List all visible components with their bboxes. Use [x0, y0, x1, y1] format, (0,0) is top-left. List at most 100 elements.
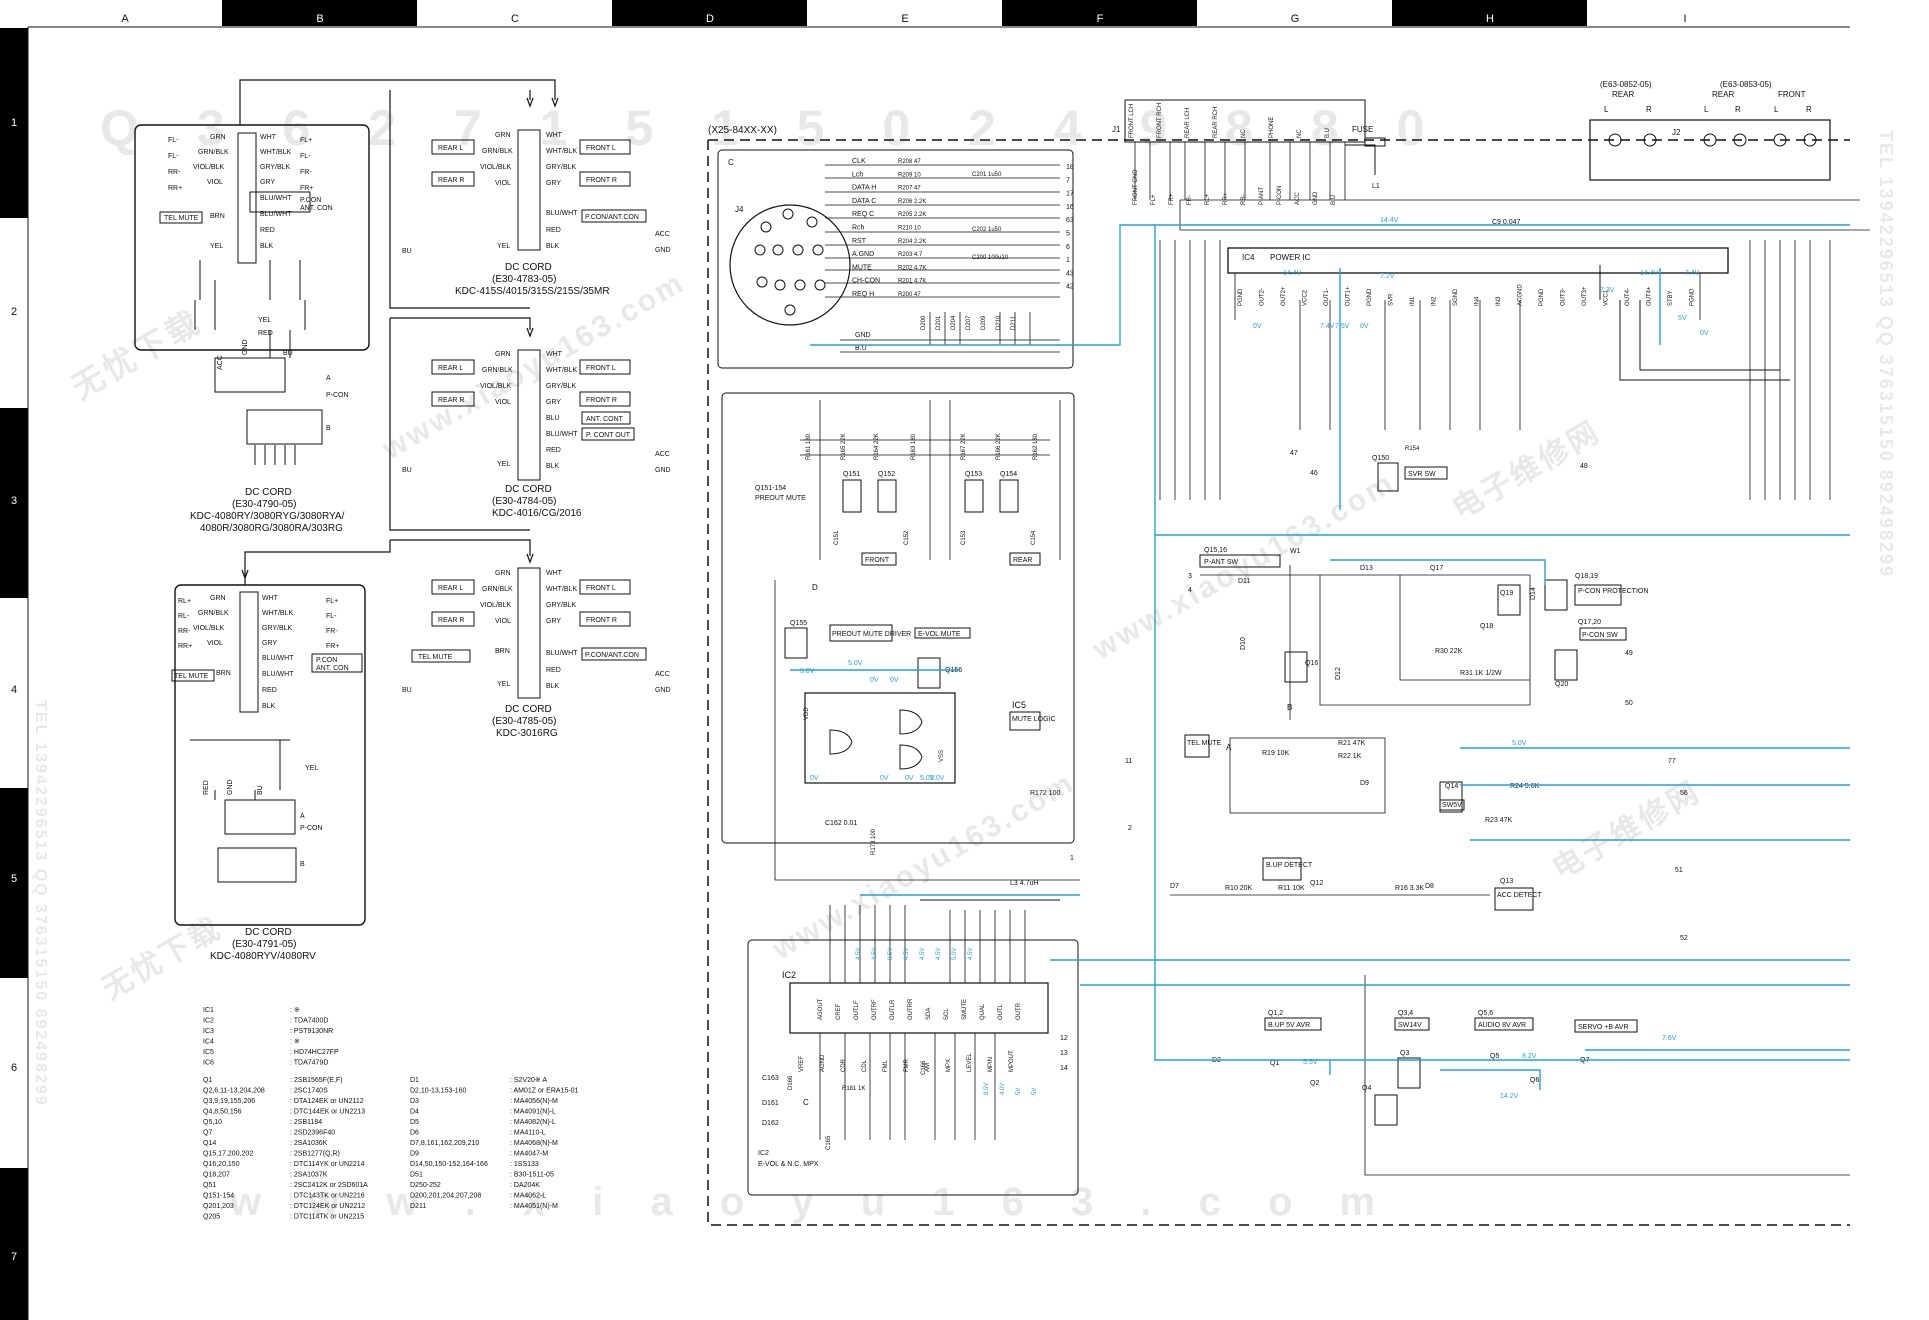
net-tag: 77 [1668, 758, 1676, 765]
parts-ref: Q2,6,11-13,204,208 [203, 1088, 265, 1095]
rear-r: REAR R [438, 177, 464, 184]
blue-traces [790, 224, 1850, 1090]
row-label: 4 [11, 684, 17, 696]
cord-title: DC CORD [505, 262, 552, 273]
signal-label: FR+ [326, 643, 339, 650]
r21-label: R21 47K [1338, 740, 1366, 747]
col-label: E [901, 13, 908, 25]
parts-ref: Q205 [203, 1214, 220, 1221]
rear-l: REAR L [438, 585, 463, 592]
ic4-pin: PGND [1367, 288, 1373, 306]
parts-value: : 2SA1036K [290, 1140, 328, 1147]
parts-value: : 2SC2412K or 2SD601A [290, 1182, 368, 1189]
sw14v: SW14V [1398, 1022, 1422, 1029]
parts-value: : AM01Z or ERA15-01 [510, 1088, 579, 1095]
j1-label: J1 [1112, 125, 1121, 134]
wire-label: YEL [210, 243, 223, 250]
protection-block [1199, 554, 1627, 720]
j4-resistor: R206 2.2K [898, 199, 926, 205]
j1-pin: FRONT LCH [1129, 104, 1135, 138]
wire-label: BLK [546, 683, 560, 690]
audio-8v-avr: AUDIO 8V AVR [1478, 1022, 1526, 1029]
parts-value: : ※ [290, 1007, 300, 1014]
row-label: 2 [11, 306, 17, 318]
watermark-side-left: TEL 13942296513 QQ 376315150 892498299 [32, 700, 49, 1107]
j2-label: J2 [1672, 128, 1681, 137]
evol-mute: E-VOL MUTE [918, 631, 961, 638]
j4-resistor: R203 4.7 [898, 252, 923, 258]
wire-label: BRN [210, 213, 225, 220]
ic2-volt: 8.5V [984, 1083, 990, 1095]
parts-value: : MA4056(N)-M [510, 1098, 558, 1105]
ic2-volt: 4.5V [904, 948, 910, 960]
parts-ref: D5 [410, 1119, 419, 1126]
wire-label: WHT/BLK [260, 149, 291, 156]
wire-label: RED [546, 227, 561, 234]
preout-transistor: Q154 [1000, 471, 1017, 478]
q4-label: Q4 [1362, 1085, 1371, 1092]
wire-label: BLK [546, 463, 560, 470]
gnd-label: GND [242, 339, 249, 355]
dc-cord-2 [389, 90, 647, 309]
ic2-evol [789, 899, 1060, 1140]
parts-ref: D2,10-13,153-160 [410, 1088, 467, 1095]
tel-mute-label: TEL MUTE [1187, 740, 1222, 747]
parts-ref: IC6 [203, 1060, 214, 1067]
marker-c: C [803, 1098, 809, 1107]
ic2-pin: OUTRF [872, 999, 878, 1020]
ic4-pin: PGND [1238, 288, 1244, 306]
wire-label: VIOL/BLK [193, 625, 224, 632]
q3-4: Q3,4 [1398, 1010, 1413, 1017]
ic4-volt: 7.2V [1380, 273, 1395, 280]
ic4-volt: 0V [1360, 323, 1369, 330]
preout-title: PREOUT MUTE [755, 495, 806, 502]
ic2-volt: 4.5V [968, 948, 974, 960]
front-r: FRONT R [586, 617, 617, 624]
vdd-label: VDD [804, 707, 810, 720]
watermark-site: www.xiaoyu163.com [1086, 466, 1401, 667]
bu-label: BU [283, 350, 293, 357]
p-con-ant: P.CON/ANT.CON [585, 214, 639, 221]
j4-resistor: R200 47 [898, 292, 921, 298]
wire-label: GRY [260, 179, 275, 186]
r-label: R [1646, 105, 1652, 114]
j4-signal: Lch [852, 171, 863, 178]
dc-cord-3 [389, 317, 635, 531]
acc-detect: ACC DETECT [1497, 892, 1542, 899]
q18-19: Q18,19 [1575, 573, 1598, 580]
net-tag: 12 [1060, 1035, 1068, 1042]
preout-q-label: Q151-154 [755, 485, 786, 492]
wire-label: RED [546, 447, 561, 454]
wire-label: GRN/BLK [482, 367, 513, 374]
ic2-labels: IC2 IC2 E-VOL & N.C. MPX L3 4.7uH C D161… [758, 880, 1038, 1168]
r-label: R [1735, 105, 1741, 114]
red-label: RED [203, 780, 210, 795]
ic4-pin: VCC1 [1604, 289, 1610, 306]
j4-diode: D207 [966, 315, 972, 330]
j1-pin: REAR RCH [1213, 107, 1219, 138]
d13-label: D13 [1360, 565, 1373, 572]
cord-title: DC CORD [505, 484, 552, 495]
cord-models: KDC-4016/CG/2016 [492, 508, 582, 519]
parts-ref: Q14 [203, 1140, 216, 1147]
q6-label: Q6 [1530, 1077, 1539, 1084]
dc-cord-4-labels: GRN GRN/BLK VIOL/BLK VIOL BRN REAR L REA… [402, 570, 671, 739]
wire-label: VIOL [495, 399, 511, 406]
ic2-pin: AGOUT [818, 998, 824, 1020]
parts-value: : 2SD2396F40 [290, 1130, 335, 1137]
preout-resistor: R164 22K [874, 433, 880, 460]
q15-16: Q15,16 [1204, 547, 1227, 554]
parts-ref: D7,8,161,162,209,210 [410, 1140, 479, 1147]
bu-label: BU [402, 248, 412, 255]
marker-c: C [728, 158, 734, 167]
preout-resistor: R161 180 [806, 433, 812, 460]
parts-ref: Q3,9,19,155,206 [203, 1098, 255, 1105]
gnd-label: GND [655, 467, 671, 474]
wire-label: BLK [546, 243, 560, 250]
wire-label: BLU/WHT [546, 650, 578, 657]
ic2-label: IC2 [782, 970, 796, 980]
q1-2: Q1,2 [1268, 1010, 1283, 1017]
net-tag: 51 [1675, 867, 1683, 874]
